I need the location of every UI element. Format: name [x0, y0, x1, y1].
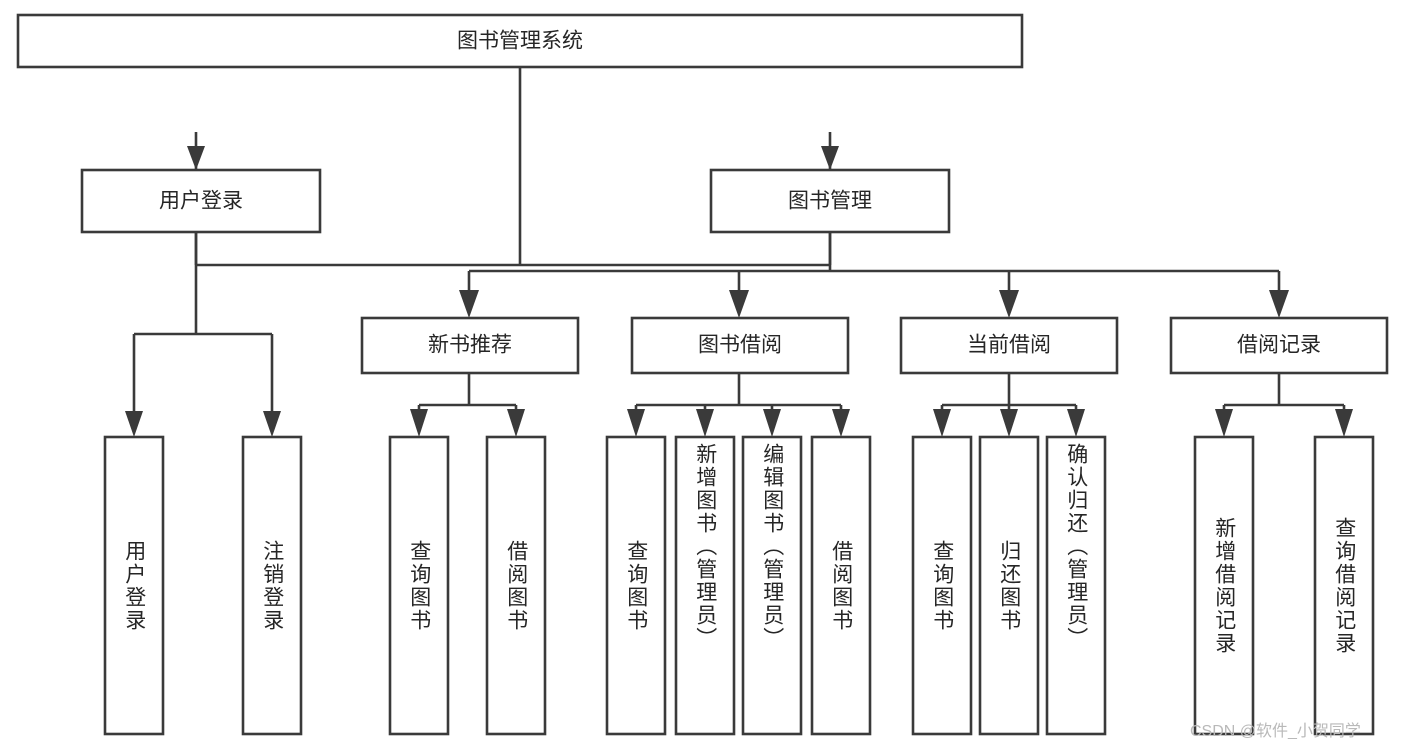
arrow-to-user-login [187, 146, 205, 170]
node-current-borrow-label: 当前借阅 [967, 334, 1051, 357]
node-book-manage-box[interactable] [709, 168, 951, 234]
connector-group-level2-fanout [187, 146, 839, 170]
node-leaf-query-record-box[interactable] [1313, 435, 1375, 736]
arrow-to-leaf-user-login [125, 411, 143, 437]
arrow-to-leaf-query-book-3 [933, 409, 951, 437]
node-book-borrow-label: 图书借阅 [698, 334, 782, 357]
node-new-book-rec-box[interactable] [360, 316, 580, 375]
node-leaf-query-book-2-box[interactable] [605, 435, 667, 736]
arrow-to-leaf-query-record [1335, 409, 1353, 437]
arrow-to-leaf-borrow-book-2 [832, 409, 850, 437]
arrow-to-leaf-query-book-1 [410, 409, 428, 437]
node-leaf-query-book-1-box[interactable] [388, 435, 450, 736]
arrow-to-leaf-return-book [1000, 409, 1018, 437]
node-leaf-borrow-book-1-box[interactable] [485, 435, 547, 736]
node-leaf-borrow-book-2-box[interactable] [810, 435, 872, 736]
arrow-to-book-borrow [729, 290, 749, 318]
node-leaf-confirm-return-box[interactable] [1045, 435, 1107, 736]
node-leaf-edit-book-box[interactable] [741, 435, 803, 736]
arrow-to-leaf-confirm-return [1067, 409, 1085, 437]
node-leaf-add-record-box[interactable] [1193, 435, 1255, 736]
node-borrow-record-box[interactable] [1169, 316, 1389, 375]
node-root-box[interactable] [16, 13, 1024, 69]
arrow-to-borrow-record [1269, 290, 1289, 318]
connector-group-borrow-record [1215, 373, 1353, 437]
node-user-login-box[interactable] [80, 168, 322, 234]
node-current-borrow-box[interactable] [899, 316, 1119, 375]
arrow-to-leaf-edit-book [763, 409, 781, 437]
arrow-to-leaf-logout-login [263, 411, 281, 437]
node-book-manage-label: 图书管理 [788, 190, 872, 213]
connector-group-book-manage [459, 232, 1289, 318]
arrow-to-leaf-add-record [1215, 409, 1233, 437]
node-leaf-query-book-3-box[interactable] [911, 435, 973, 736]
connector-group-root [194, 67, 832, 267]
node-leaf-return-book-box[interactable] [978, 435, 1040, 736]
connector-group-book-borrow [627, 373, 850, 437]
node-leaf-logout-login-box[interactable] [241, 435, 303, 736]
arrow-to-current-borrow [999, 290, 1019, 318]
node-book-borrow-box[interactable] [630, 316, 850, 375]
node-new-book-rec-label: 新书推荐 [428, 334, 512, 357]
connector-group-user-login [125, 232, 281, 437]
connector-group-new-book-rec [410, 373, 525, 437]
node-borrow-record-label: 借阅记录 [1237, 334, 1321, 357]
node-user-login-label: 用户登录 [159, 190, 243, 213]
arrow-to-leaf-add-book [696, 409, 714, 437]
arrow-to-book-manage [821, 146, 839, 170]
node-root-label: 图书管理系统 [457, 30, 583, 53]
arrow-to-leaf-borrow-book-1 [507, 409, 525, 437]
connector-group-current-borrow [933, 373, 1085, 437]
arrow-to-new-book-rec [459, 290, 479, 318]
arrow-to-leaf-query-book-2 [627, 409, 645, 437]
node-leaf-user-login-box[interactable] [103, 435, 165, 736]
node-leaf-add-book-box[interactable] [674, 435, 736, 736]
